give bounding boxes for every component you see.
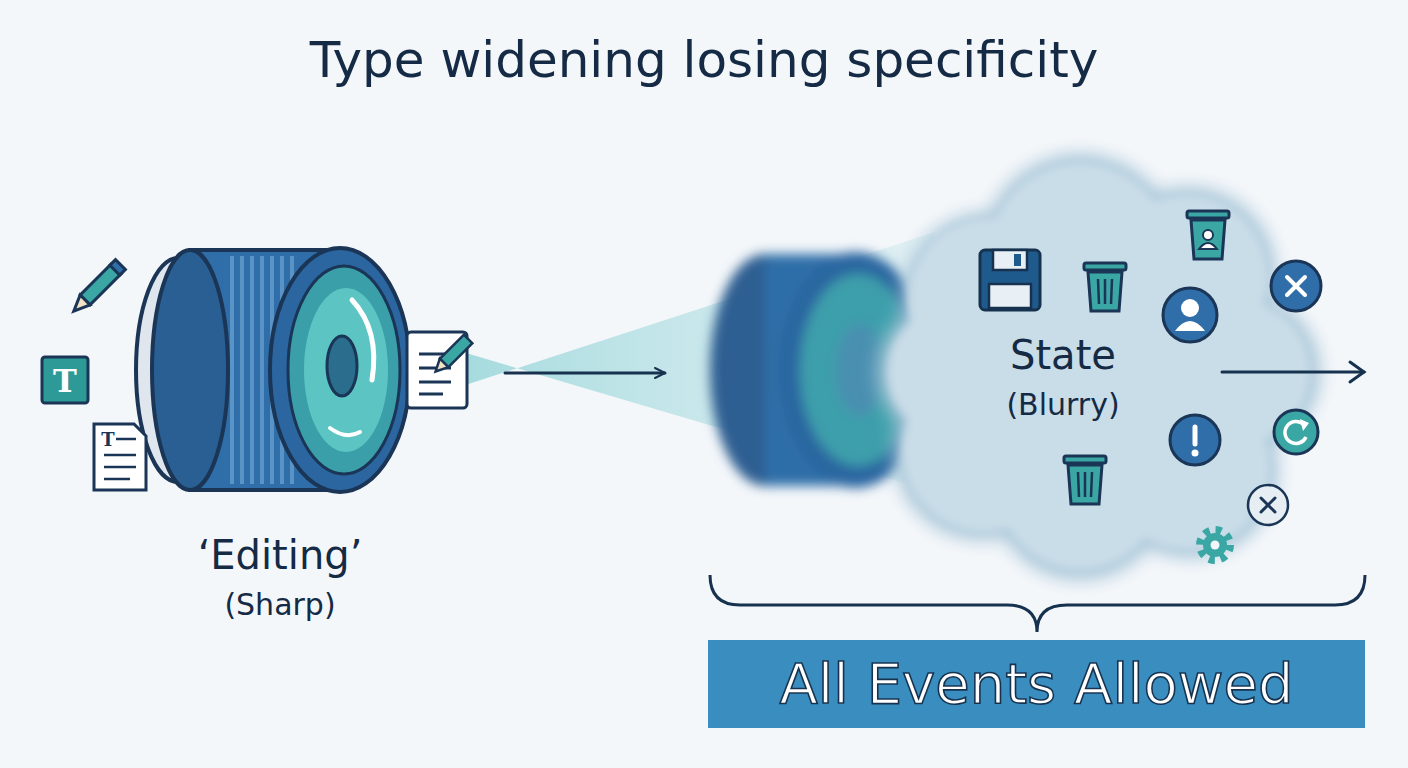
document-icon [431,335,472,376]
close-icon [1261,498,1275,512]
gear-icon [1203,533,1227,557]
floppy-icon [993,250,1027,270]
light-beam [395,232,935,492]
floppy-icon [980,250,1040,310]
text-icon [42,357,88,403]
icon-letter: T [53,365,77,397]
node-subtitle: (Blurry) [913,388,1213,423]
pencil-icon [69,295,90,316]
trash-icon [1088,272,1122,311]
lens-ridges [240,256,244,484]
outgoing-arrow [1222,371,1364,374]
state-cloud [878,154,1320,580]
sharp-lens [152,250,228,490]
text-document-icon [104,478,130,481]
blurry-lens [836,324,884,416]
trash-icon [1064,456,1106,504]
trash-icon [1068,465,1102,504]
trash-icon [1203,230,1213,240]
trash-icon [1191,220,1225,259]
gear-icon [1200,530,1230,560]
trash-icon [1084,263,1126,311]
trash-icon [1084,263,1126,270]
sharp-lens [270,248,410,492]
lens-ridges [260,256,264,484]
lens-ridges [250,256,254,484]
lens-ridges [230,256,234,484]
gear-icon [1200,530,1230,560]
document-icon [419,353,445,356]
trash-icon [1187,211,1229,218]
alert-icon [1170,415,1220,465]
sharp-lens [327,336,357,396]
close-icon [1248,485,1288,525]
user-icon [1163,288,1217,342]
user-icon [1163,288,1217,342]
trash-icon [1064,456,1106,463]
band-node: All Events Allowed [708,640,1365,728]
pencil-icon [69,260,126,317]
trash-icon [1098,279,1099,304]
text-document-icon [104,466,136,469]
user-icon [1175,321,1205,331]
cloud-node: State (Blurry) [665,190,1305,580]
alert-icon [1193,427,1198,444]
alert-icon [1170,415,1220,465]
sharp-lens [288,266,400,474]
floppy-icon [980,250,1040,310]
lens-node: ‘Editing’ (Sharp) [120,220,505,640]
text-document-icon [94,424,146,490]
close-icon [1271,261,1321,311]
pencil-icon [110,260,126,276]
close-icon [1261,498,1275,512]
icon-letter: T [101,431,114,449]
flow-arrow [505,372,665,375]
sharp-lens [304,288,388,452]
curly-brace [710,575,1365,632]
trash-icon [1104,279,1107,304]
document-icon [419,393,443,396]
trash-icon [1187,211,1229,259]
state-cloud [878,154,1320,580]
text-document-icon [104,454,136,457]
document-icon [419,381,451,384]
trash-icon [1091,472,1092,497]
floppy-icon [989,284,1031,308]
document-icon [431,359,448,376]
close-icon [1248,485,1288,525]
sharp-lens [352,300,374,380]
trash-icon [1078,472,1079,497]
close-icon [1271,261,1321,311]
close-icon [1287,277,1305,295]
text-icon [42,357,88,403]
user-icon [1181,299,1199,317]
node-heading: State [913,332,1213,378]
state-cloud [888,163,1310,570]
sharp-lens [330,428,360,435]
trash-icon [1199,243,1217,249]
diagram-title: Type widening losing specificity [0,30,1408,90]
outgoing-arrow [1222,362,1364,382]
alert-icon [1192,450,1199,457]
text-document-icon [94,424,146,490]
close-icon [1287,277,1305,295]
refresh-icon [1274,410,1318,454]
node-subtitle: (Sharp) [120,588,440,623]
gear-icon [1211,541,1220,550]
refresh-icon [1300,419,1309,431]
document-icon [407,332,472,408]
trash-icon [1111,279,1112,304]
refresh-icon [1274,410,1318,454]
node-heading: ‘Editing’ [120,532,440,578]
floppy-icon [1014,254,1021,266]
band-label: All Events Allowed [779,652,1293,716]
trash-icon [1084,472,1087,497]
text-document-icon [116,438,136,441]
sharp-lens [136,248,410,492]
outgoing-arrow [1350,362,1364,382]
